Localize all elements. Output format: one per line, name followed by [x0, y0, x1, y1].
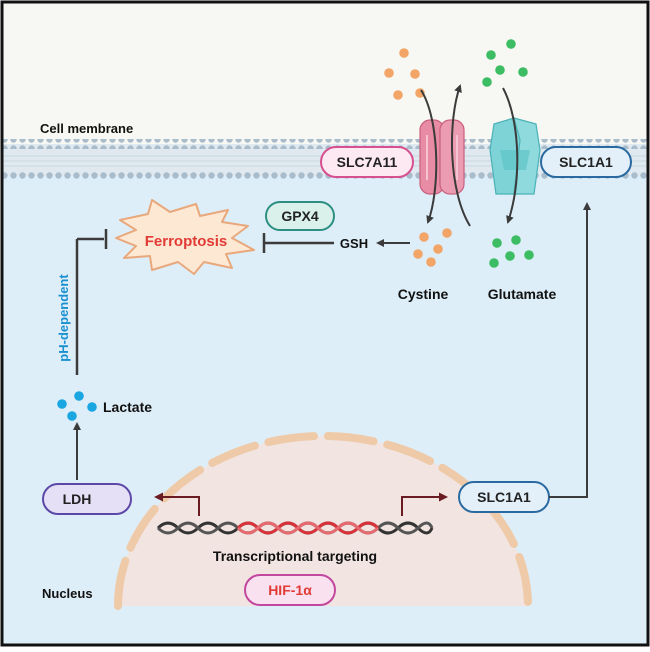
lactate-dots — [57, 391, 97, 421]
slc1a1-transcription-arrow — [401, 492, 448, 516]
slc1a1-translocation-arrow — [549, 202, 591, 498]
cystine-label: Cystine — [398, 286, 449, 302]
ferroptosis-label: Ferroptosis — [145, 233, 228, 250]
glutamate-outside-dots — [482, 39, 528, 87]
dna-helix-icon — [156, 521, 434, 535]
transcriptional-targeting-label: Transcriptional targeting — [213, 548, 377, 564]
glutamate-export-arrow — [451, 84, 471, 227]
lactate-label: Lactate — [103, 399, 152, 415]
cystine-inside-dots — [413, 228, 452, 267]
slc1a1-membrane-label: SLC1A1 — [559, 154, 613, 170]
extracellular-space — [3, 3, 647, 144]
ldh-transcription-arrow — [154, 492, 200, 516]
gpx4-label: GPX4 — [281, 208, 319, 224]
glutamate-import-arrow — [502, 87, 519, 224]
glutamate-label: Glutamate — [488, 286, 557, 302]
gpx4-label-box — [265, 201, 335, 231]
ldh-label: LDH — [63, 491, 92, 507]
gsh-label: GSH — [340, 236, 368, 251]
slc7a11-transporter-icon — [419, 119, 465, 195]
glutamate-inside-dots — [489, 235, 534, 268]
cystine-import-arrow — [420, 89, 438, 224]
ferroptosis-burst-icon — [115, 199, 255, 275]
slc1a1-nucleus-label: SLC1A1 — [477, 489, 531, 505]
ldh-label-box — [42, 483, 132, 515]
slc1a1-transporter-icon — [489, 117, 541, 195]
hif1a-label: HIF-1α — [268, 582, 312, 598]
hif1a-label-box — [244, 574, 336, 606]
cell-membrane-label: Cell membrane — [40, 121, 133, 136]
slc7a11-label-box — [320, 146, 414, 178]
ph-dependent-label: pH-dependent — [56, 274, 71, 362]
nucleus — [114, 432, 532, 610]
nucleus-label: Nucleus — [42, 586, 93, 601]
slc7a11-label: SLC7A11 — [337, 154, 398, 170]
slc1a1-membrane-label-box — [540, 146, 632, 178]
cystine-outside-dots — [384, 48, 425, 100]
